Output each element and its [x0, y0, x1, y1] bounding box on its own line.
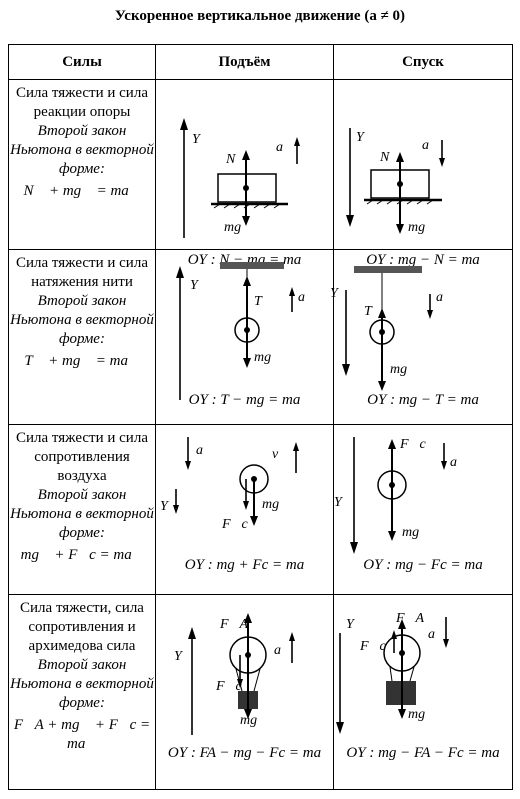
projection-equation: OY : FA − mg − Fc = ma: [167, 745, 322, 761]
y-axis-label: Y: [334, 495, 342, 510]
gravity-label: mg: [240, 713, 258, 728]
force-n-label: N⃗: [226, 152, 247, 167]
accel-label: a⃗: [298, 290, 316, 305]
y-axis-label: Y: [174, 649, 182, 664]
table-row: Сила тяжести, сила сопротивления и архим…: [8, 594, 513, 790]
header-forces: Силы: [8, 44, 156, 80]
projection-equation: OY : mg − Fc = ma: [363, 557, 483, 573]
vector-formula: F⃗A + mg⃗ + F⃗c = ma⃗: [13, 717, 151, 752]
balloon-up-diagram: [188, 613, 295, 735]
forces-text: Сила тяжести и сила натяжения нити: [16, 255, 148, 290]
accel-label: a⃗: [274, 643, 292, 658]
table-row: Сила тяжести и сила сопротивления воздух…: [8, 424, 513, 595]
drag-up-diagram: [173, 437, 299, 526]
table-row: Сила тяжести и сила реакции опоры Второй…: [8, 79, 513, 268]
diagram-up: Y N⃗ a⃗ mg⃗ OY : N − mg = ma: [155, 79, 334, 268]
drag-force-label: F⃗c: [400, 437, 426, 452]
accel-label: a⃗: [276, 140, 294, 155]
archimedes-force-label: F⃗A: [396, 611, 424, 626]
y-axis-label: Y: [192, 132, 200, 147]
drag-force-label: F⃗c: [222, 517, 248, 532]
forces-table: Силы Подъём Спуск Сила тяжести и сила ре…: [8, 44, 513, 790]
accel-label: a⃗: [436, 290, 454, 305]
projection-equation: OY : mg − FA − Fc = ma: [346, 745, 500, 761]
y-axis-label: Y: [160, 499, 168, 514]
forces-text: Сила тяжести и сила сопротивления воздух…: [16, 430, 148, 484]
projection-equation: OY : mg − T = ma: [367, 392, 479, 408]
forces-text: Сила тяжести, сила сопротивления и архим…: [20, 600, 144, 654]
header-down: Спуск: [333, 44, 513, 80]
tension-label: T⃗: [364, 304, 383, 319]
archimedes-force-label: F⃗A: [220, 617, 248, 632]
accel-label: a⃗: [422, 138, 440, 153]
gravity-label: mg⃗: [224, 220, 252, 235]
balloon-down-diagram: [336, 617, 449, 734]
forces-text: Сила тяжести и сила реакции опоры: [16, 85, 148, 120]
vector-formula: N⃗ + mg⃗ = ma⃗: [23, 183, 141, 199]
y-axis-label: Y: [356, 130, 364, 145]
drag-force-label: F⃗c: [360, 639, 386, 654]
y-axis-label: Y: [330, 286, 338, 301]
drag-force-label: F⃗c: [216, 679, 242, 694]
diagram-down: Y T⃗ a⃗ mg⃗ OY : mg − T = ma: [330, 249, 513, 425]
thread-down-diagram: [342, 266, 433, 391]
law-text: Второй закон Ньютона в векторной форме:: [10, 487, 154, 541]
accel-label: a⃗: [428, 627, 446, 642]
law-text: Второй закон Ньютона в векторной форме:: [10, 657, 154, 711]
forces-cell: Сила тяжести и сила сопротивления воздух…: [8, 424, 156, 595]
header-row: Силы Подъём Спуск: [8, 44, 513, 80]
gravity-label: mg⃗: [402, 525, 430, 540]
forces-cell: Сила тяжести и сила натяжения нити Второ…: [8, 249, 156, 425]
forces-cell: Сила тяжести и сила реакции опоры Второй…: [8, 79, 156, 250]
velocity-label: v⃗: [272, 447, 290, 462]
vector-formula: T⃗ + mg⃗ = ma⃗: [24, 353, 140, 369]
tension-label: T⃗: [254, 294, 273, 309]
gravity-label: mg⃗: [254, 350, 282, 365]
drag-down-diagram: [350, 437, 447, 554]
gravity-label: mg⃗: [390, 362, 418, 377]
law-text: Второй закон Ньютона в векторной форме:: [10, 293, 154, 347]
header-up: Подъём: [155, 44, 334, 80]
diagram-down: Y F⃗A F⃗c a⃗ mg⃗ OY : mg − FA − Fc = ma: [333, 594, 513, 790]
table-row: Сила тяжести и сила натяжения нити Второ…: [8, 249, 513, 425]
force-n-label: N⃗: [380, 150, 401, 165]
gravity-label: mg⃗: [408, 707, 436, 722]
diagram-up: Y T⃗ a⃗ mg⃗ OY : T − mg = ma: [155, 249, 334, 425]
gravity-label: mg⃗: [408, 220, 436, 235]
projection-equation: OY : T − mg = ma: [188, 392, 301, 408]
diagram-down: Y F⃗c a⃗ mg⃗ OY : mg − Fc = ma: [333, 424, 513, 595]
diagram-down: Y N⃗ a⃗ mg⃗ OY : mg − N = ma: [333, 79, 513, 268]
projection-equation: OY : mg + Fc = ma: [184, 557, 305, 573]
law-text: Второй закон Ньютона в векторной форме:: [10, 123, 154, 177]
diagram-up: a⃗ v⃗ Y mg⃗ F⃗c OY : mg + Fc = ma: [155, 424, 334, 595]
support-down-diagram: [346, 128, 445, 234]
diagram-up: Y F⃗A a⃗ F⃗c mg OY : FA − mg − Fc = ma: [155, 594, 334, 790]
accel-label: a⃗: [450, 455, 468, 470]
page-title: Ускоренное вертикальное движение (a ≠ 0): [114, 8, 406, 24]
y-axis-label: Y: [346, 617, 354, 632]
y-axis-label: Y: [190, 278, 198, 293]
gravity-label: mg⃗: [262, 497, 290, 512]
thread-up-diagram: [176, 262, 295, 400]
support-up-diagram: [180, 118, 300, 238]
forces-cell: Сила тяжести, сила сопротивления и архим…: [8, 594, 156, 790]
vector-formula: mg⃗ + F⃗c = ma⃗: [20, 547, 144, 563]
accel-label: a⃗: [196, 443, 214, 458]
